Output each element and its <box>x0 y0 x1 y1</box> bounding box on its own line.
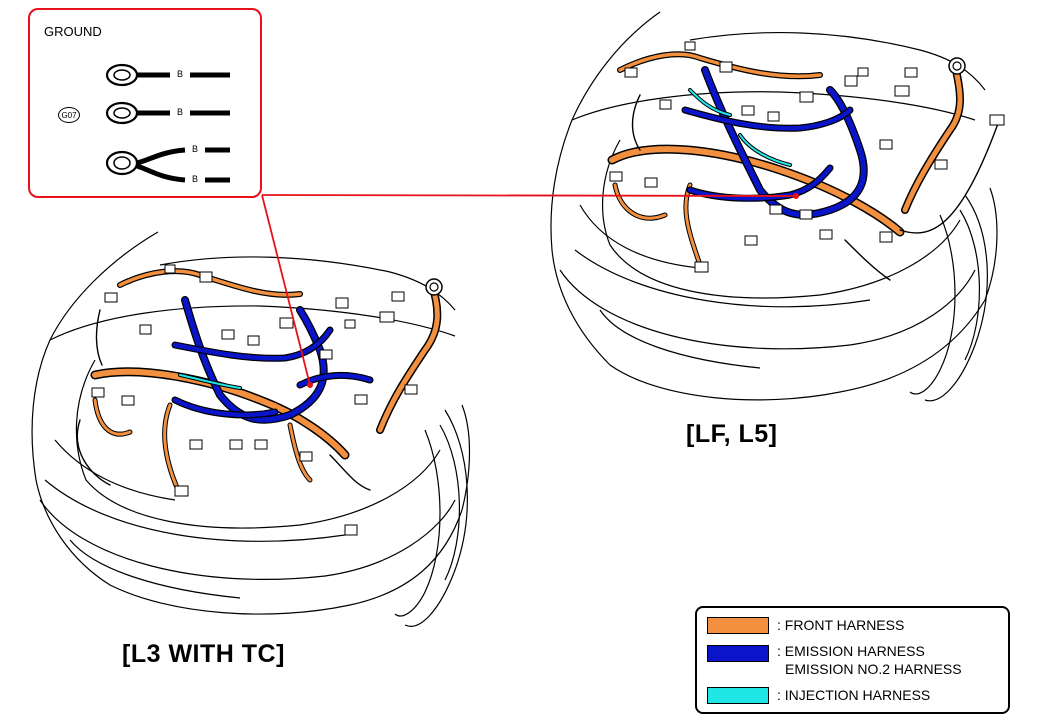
connectors-right <box>609 41 1005 273</box>
callout-point-right <box>793 193 799 199</box>
ground-terminal-3 <box>105 147 230 183</box>
legend-text-injection: : INJECTION HARNESS <box>777 687 931 703</box>
harness-legend: : FRONT HARNESS : EMISSION HARNESS EMISS… <box>695 606 1010 714</box>
car-outline-right <box>550 11 998 402</box>
wire-color-label: B <box>192 174 199 184</box>
legend-text-front: : FRONT HARNESS <box>777 617 905 633</box>
legend-swatch-injection <box>707 687 769 704</box>
ground-title: GROUND <box>44 24 102 39</box>
legend-swatch-emission <box>707 645 769 662</box>
connectors-left <box>91 264 418 536</box>
ground-terminal-2 <box>105 101 230 125</box>
legend-text-emission: : EMISSION HARNESS <box>777 643 925 659</box>
harness-right <box>607 51 1001 281</box>
variant-label-left: [L3 WITH TC] <box>122 640 285 668</box>
wire-color-label: B <box>177 69 184 79</box>
car-outline-left <box>31 231 471 627</box>
ground-id-badge: G07 <box>58 107 80 123</box>
callout-lines <box>261 194 797 386</box>
ground-inset-box <box>28 8 262 198</box>
wire-color-label: B <box>192 144 199 154</box>
legend-text-emission-2: EMISSION NO.2 HARNESS <box>785 661 962 677</box>
ground-terminal-1 <box>105 63 230 87</box>
callout-point-left <box>307 382 313 388</box>
legend-swatch-front <box>707 617 769 634</box>
variant-label-right: [LF, L5] <box>686 420 778 448</box>
harness-left <box>76 268 442 493</box>
wire-color-label: B <box>177 107 184 117</box>
